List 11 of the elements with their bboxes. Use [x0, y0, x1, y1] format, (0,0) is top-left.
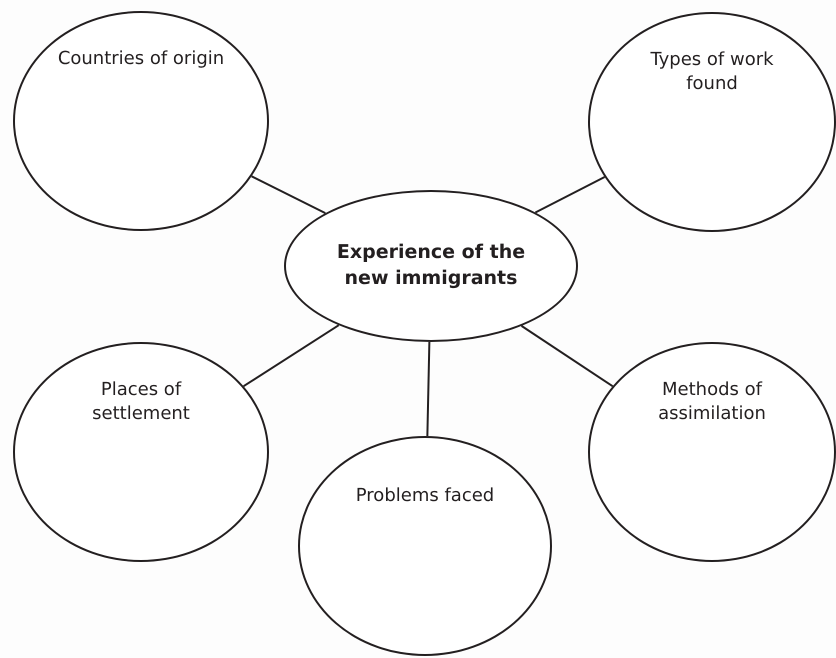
connector-line	[534, 176, 606, 214]
connector-line	[243, 324, 340, 388]
connector-line	[426, 342, 430, 436]
node-label: Experience of the new immigrants	[336, 240, 526, 291]
node-label: Problems faced	[356, 484, 494, 508]
node-label: Places of settlement	[91, 378, 191, 426]
node-label: Types of work found	[649, 48, 775, 96]
node-label: Countries of origin	[58, 47, 224, 71]
connector-line	[251, 175, 326, 214]
node-label: Methods of assimilation	[657, 378, 767, 426]
connector-line	[520, 325, 614, 388]
